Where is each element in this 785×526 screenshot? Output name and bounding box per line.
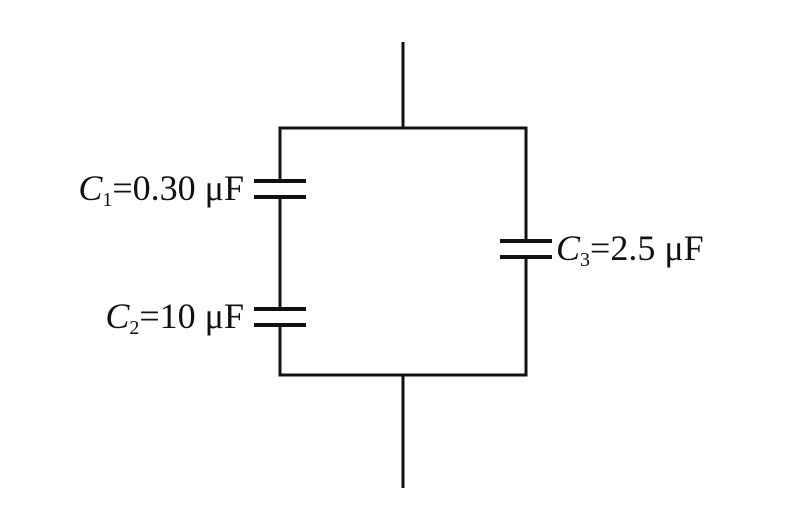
c3-symbol: C xyxy=(556,228,581,268)
c1-subscript: 1 xyxy=(102,189,112,211)
c2-label: C2=10 μF xyxy=(105,296,244,339)
c3-equals: = xyxy=(590,228,610,268)
c1-equals: = xyxy=(112,168,132,208)
c1-symbol: C xyxy=(78,168,103,208)
c3-value: 2.5 μF xyxy=(610,228,703,268)
c3-subscript: 3 xyxy=(580,249,590,271)
c3-label: C3=2.5 μF xyxy=(556,228,704,271)
c1-value: 0.30 μF xyxy=(133,168,244,208)
c1-label: C1=0.30 μF xyxy=(78,168,244,211)
c2-equals: = xyxy=(139,296,159,336)
c2-subscript: 2 xyxy=(129,317,139,339)
c2-symbol: C xyxy=(105,296,130,336)
c2-value: 10 μF xyxy=(160,296,244,336)
